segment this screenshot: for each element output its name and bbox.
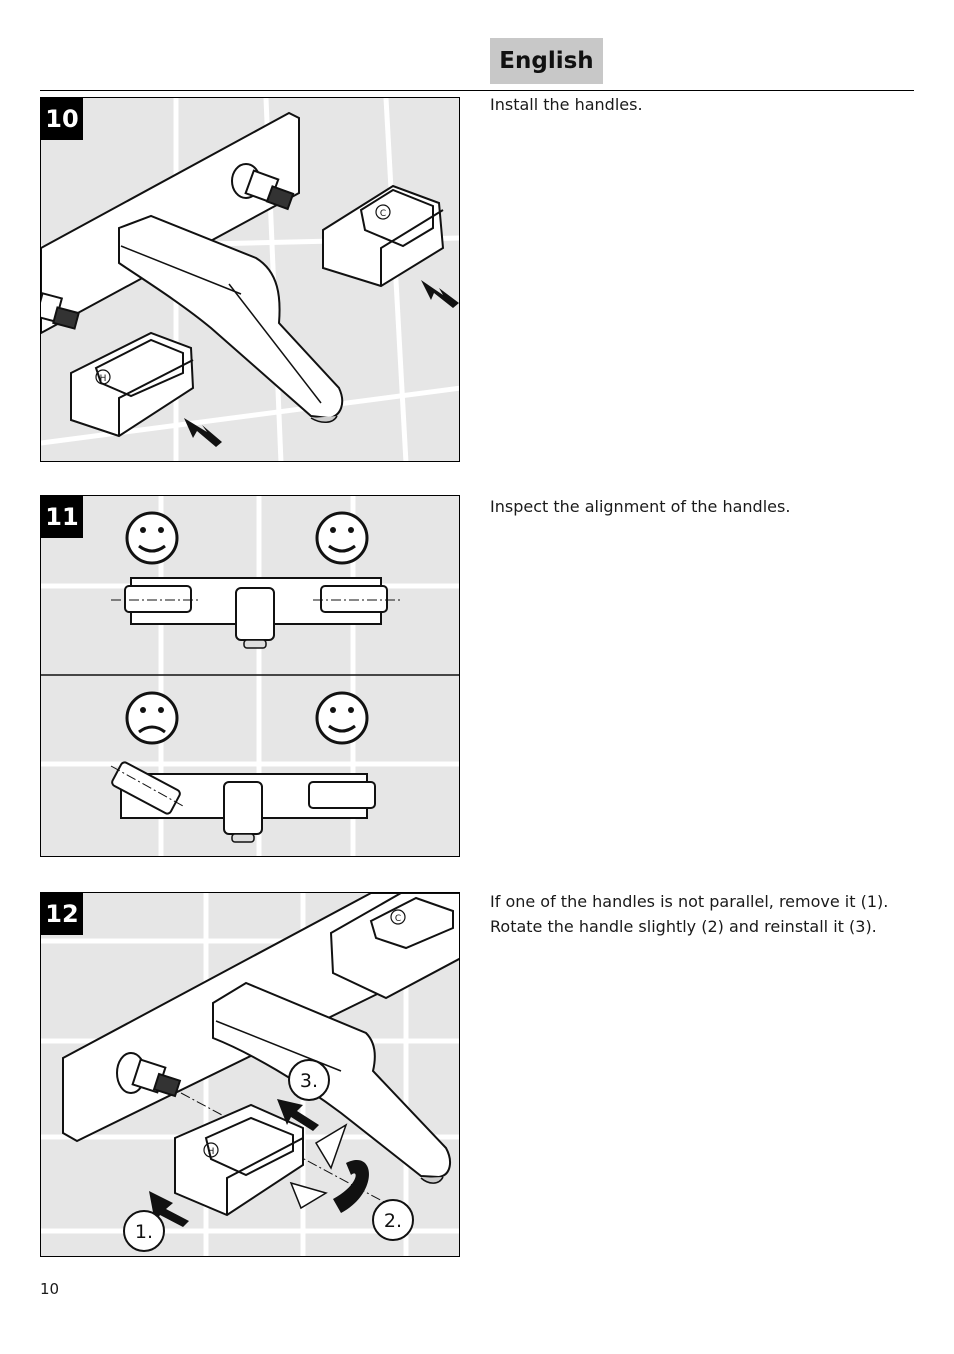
page-number: 10 [40,1280,60,1298]
instruction-text: Rotate the handle slightly (2) and reins… [490,917,877,936]
step-number-10: 10 [41,98,83,140]
handle-h-mark: H [100,374,107,384]
figure-step-12: 12 C [40,892,460,1257]
handle-c-mark: C [380,209,386,219]
step-number-12: 12 [41,893,83,935]
arrow-icon [184,418,222,447]
rotate-arrow-icon [314,1123,348,1170]
handle-c-mark: C [395,914,401,924]
callout-1: 1. [123,1210,165,1252]
callout-3: 3. [288,1059,330,1101]
figure-step-10: 10 [40,97,460,462]
smiley-icon [315,691,369,745]
illustration-install-handles: C H [41,98,459,461]
svg-text:2.: 2. [384,1210,402,1232]
callout-2: 2. [372,1199,414,1241]
instruction-step-12: If one of the handles is not parallel, r… [490,889,910,939]
arrow-icon [421,280,459,308]
figure-step-11: 11 [40,495,460,857]
handle-h-mark: H [208,1147,215,1157]
illustration-alignment-check [41,496,459,856]
instruction-step-11: Inspect the alignment of the handles. [490,494,910,519]
frowny-icon [125,691,179,745]
header-rule [40,90,914,91]
arrow-icon [149,1191,189,1227]
illustration-realign-handle: C H 1. [41,893,459,1256]
rotate-arrow-icon [333,1159,370,1213]
language-tab: English [490,38,603,84]
instruction-step-10: Install the handles. [490,92,910,117]
svg-text:1.: 1. [135,1221,153,1243]
arrow-icon [277,1099,319,1131]
smiley-icon [125,511,179,565]
instruction-text: Inspect the alignment of the handles. [490,497,791,516]
smiley-icon [315,511,369,565]
instruction-text: If one of the handles is not parallel, r… [490,892,889,911]
step-number-11: 11 [41,496,83,538]
svg-text:3.: 3. [300,1070,318,1092]
instruction-text: Install the handles. [490,95,643,114]
